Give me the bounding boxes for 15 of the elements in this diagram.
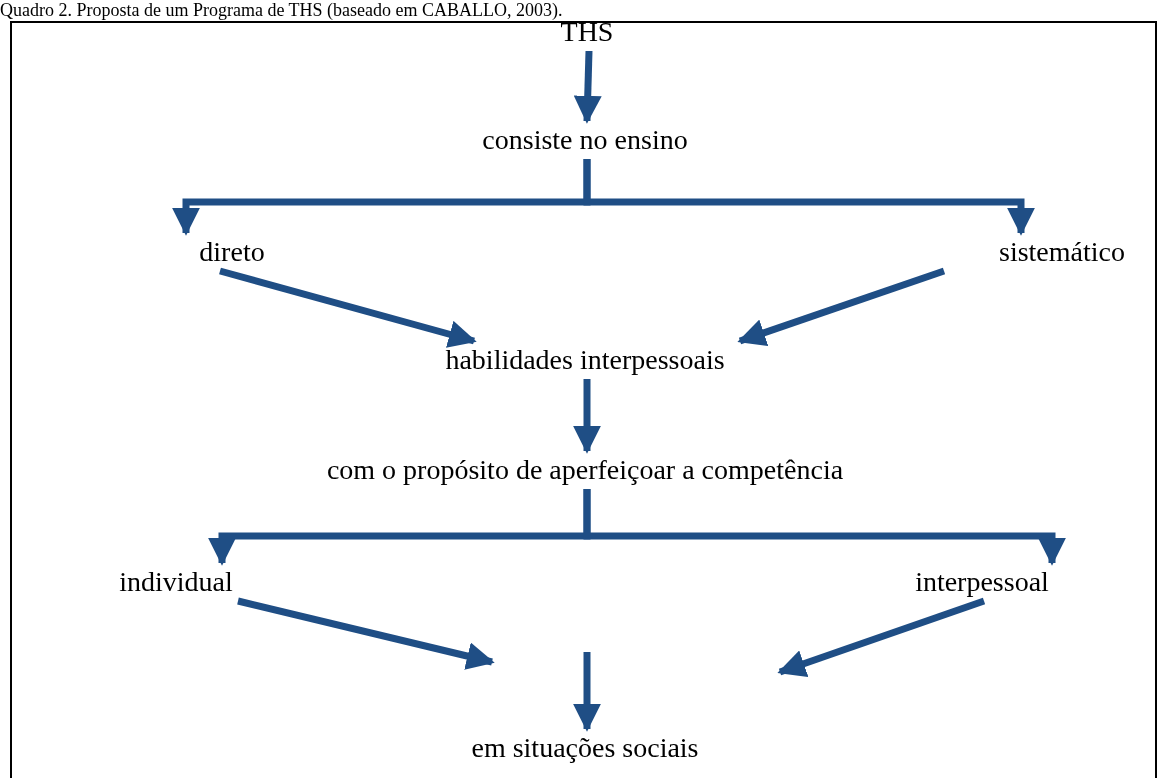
node-label: individual [119,566,233,598]
arrow [573,50,602,124]
node-label: com o propósito de aperfeiçoar a competência [326,454,844,486]
arrow [737,267,946,347]
arrow [777,597,986,677]
node-label: direto [199,236,265,268]
arrow [237,597,495,670]
node-label: consiste no ensino [482,124,688,156]
node-label: interpessoal [915,566,1049,598]
node-label: em situações sociais [471,732,699,764]
title: Quadro 2. Proposta de um Programa de THS (baseado em CABALLO, 2003). [0,0,563,20]
node-label: THS [560,16,614,48]
arrow [219,267,477,348]
node-label: sistemático [999,236,1125,268]
node-label: habilidades interpessoais [445,344,725,376]
